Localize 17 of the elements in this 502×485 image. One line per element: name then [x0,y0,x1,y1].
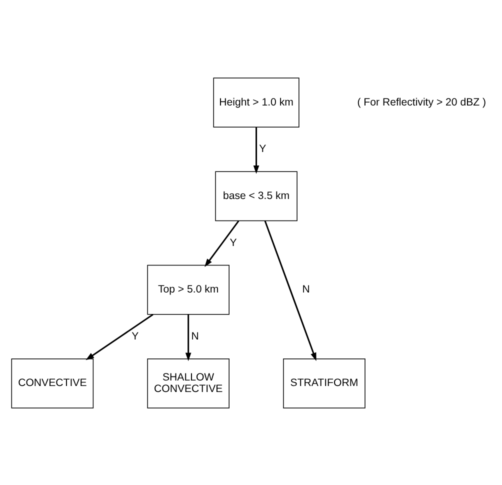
label: ( For Reflectivity > 20 dBZ ) [357,96,486,108]
edge-label: Y [259,142,266,155]
node-box: SHALLOW CONVECTIVE [147,358,230,408]
arrow [253,126,260,174]
node-box: Height > 1.0 km [213,77,300,127]
edge-label: N [191,330,199,342]
node-box: base < 3.5 km [215,170,298,221]
arrow [204,220,240,267]
arrow [264,220,316,361]
node-box: STRATIFORM [283,358,366,408]
arrow [185,314,192,361]
node-box: CONVECTIVE [11,358,94,408]
edge-label: Y [132,330,139,342]
edge-label: N [302,283,310,296]
arrow [86,313,154,360]
node-box: Top > 5.0 km [147,264,230,314]
edge-label: Y [230,236,237,248]
